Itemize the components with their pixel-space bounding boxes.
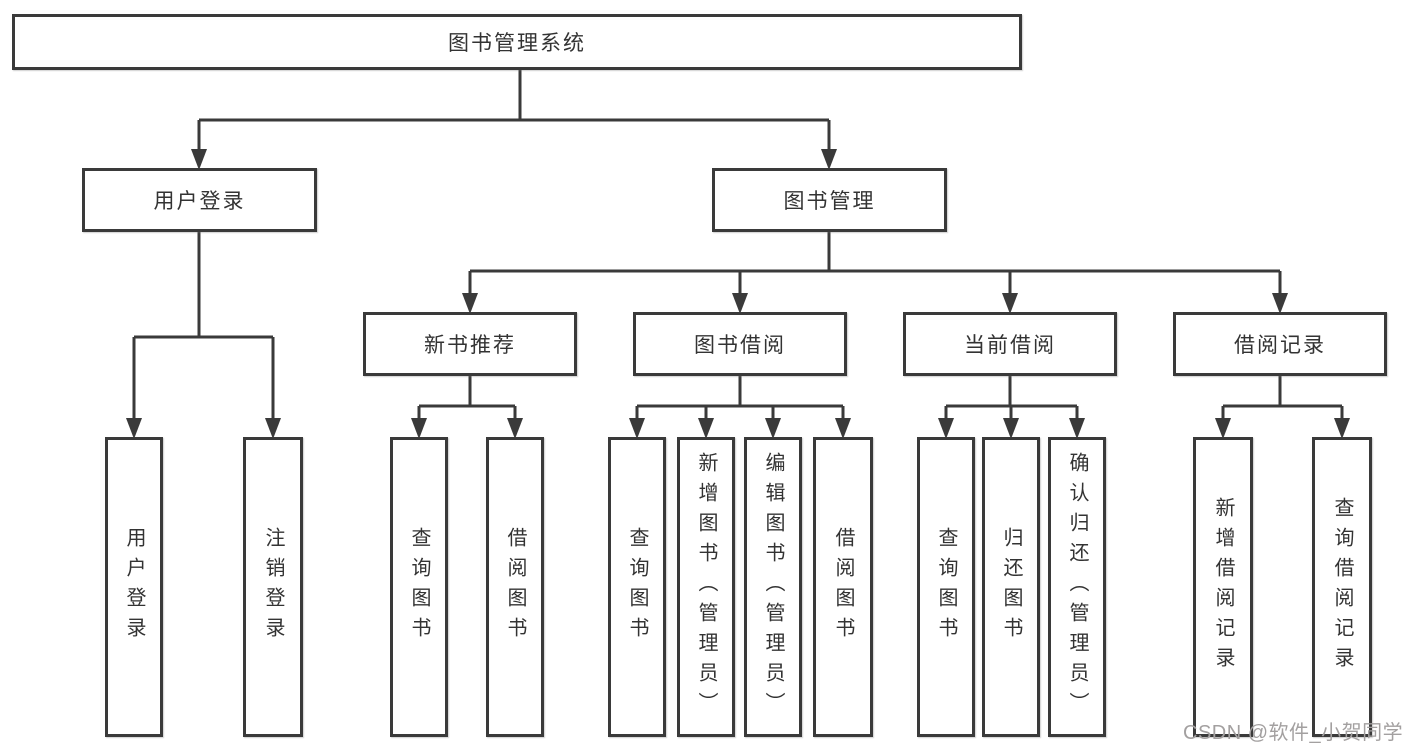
leaf-newbook-borrow-books: 借阅图书 bbox=[486, 437, 544, 737]
csdn-watermark: CSDN @软件_小贺同学 bbox=[1183, 722, 1404, 744]
connector-userlogin-to-leaves bbox=[132, 232, 275, 420]
leaf-borrow-query-books-label: 查询图书 bbox=[626, 527, 648, 647]
leaf-records-query-record-label: 查询借阅记录 bbox=[1331, 497, 1353, 677]
node-user-login: 用户登录 bbox=[82, 168, 317, 232]
leaf-current-confirm-return-admin-label: 确认归还（管理员） bbox=[1066, 452, 1088, 722]
leaf-records-add-record-label: 新增借阅记录 bbox=[1212, 497, 1234, 677]
node-book-management-label: 图书管理 bbox=[783, 190, 876, 213]
leaf-logout-login: 注销登录 bbox=[243, 437, 303, 737]
leaf-current-return-books: 归还图书 bbox=[982, 437, 1040, 737]
leaf-borrow-query-books: 查询图书 bbox=[608, 437, 666, 737]
node-current-borrow-label: 当前借阅 bbox=[964, 334, 1056, 357]
connector-borrowrecord-to-leaves bbox=[1221, 376, 1344, 420]
leaf-current-return-books-label: 归还图书 bbox=[1000, 527, 1022, 647]
node-borrow-records: 借阅记录 bbox=[1173, 312, 1387, 376]
node-book-management: 图书管理 bbox=[712, 168, 947, 232]
leaf-newbook-query-books-label: 查询图书 bbox=[408, 527, 430, 647]
leaf-user-login: 用户登录 bbox=[105, 437, 163, 737]
leaf-borrow-edit-books-admin-label: 编辑图书（管理员） bbox=[762, 452, 784, 722]
leaf-current-query-books-label: 查询图书 bbox=[935, 527, 957, 647]
leaf-borrow-edit-books-admin: 编辑图书（管理员） bbox=[744, 437, 802, 737]
leaf-records-add-record: 新增借阅记录 bbox=[1193, 437, 1253, 737]
connector-root-to-level2 bbox=[197, 70, 831, 151]
connector-bookmgmt-to-level3 bbox=[468, 232, 1282, 295]
leaf-user-login-label: 用户登录 bbox=[123, 527, 145, 647]
leaf-borrow-add-books-admin: 新增图书（管理员） bbox=[677, 437, 735, 737]
leaf-borrow-add-books-admin-label: 新增图书（管理员） bbox=[695, 452, 717, 722]
leaf-logout-login-label: 注销登录 bbox=[262, 527, 284, 647]
leaf-borrow-borrow-books: 借阅图书 bbox=[813, 437, 873, 737]
node-borrow-records-label: 借阅记录 bbox=[1234, 334, 1326, 357]
node-book-borrow-label: 图书借阅 bbox=[694, 334, 786, 357]
node-current-borrow: 当前借阅 bbox=[903, 312, 1117, 376]
node-system-root: 图书管理系统 bbox=[12, 14, 1022, 70]
leaf-current-confirm-return-admin: 确认归还（管理员） bbox=[1048, 437, 1106, 737]
node-new-book-recommend: 新书推荐 bbox=[363, 312, 577, 376]
leaf-newbook-query-books: 查询图书 bbox=[390, 437, 448, 737]
leaf-newbook-borrow-books-label: 借阅图书 bbox=[504, 527, 526, 647]
node-system-root-label: 图书管理系统 bbox=[448, 32, 586, 55]
node-book-borrow: 图书借阅 bbox=[633, 312, 847, 376]
connector-newbook-to-leaves bbox=[417, 376, 517, 420]
leaf-records-query-record: 查询借阅记录 bbox=[1312, 437, 1372, 737]
node-user-login-label: 用户登录 bbox=[153, 190, 246, 213]
leaf-borrow-borrow-books-label: 借阅图书 bbox=[832, 527, 854, 647]
node-new-book-recommend-label: 新书推荐 bbox=[424, 334, 516, 357]
connector-bookborrow-to-leaves bbox=[635, 376, 845, 420]
leaf-current-query-books: 查询图书 bbox=[917, 437, 975, 737]
connector-currentborrow-to-leaves bbox=[944, 376, 1079, 420]
